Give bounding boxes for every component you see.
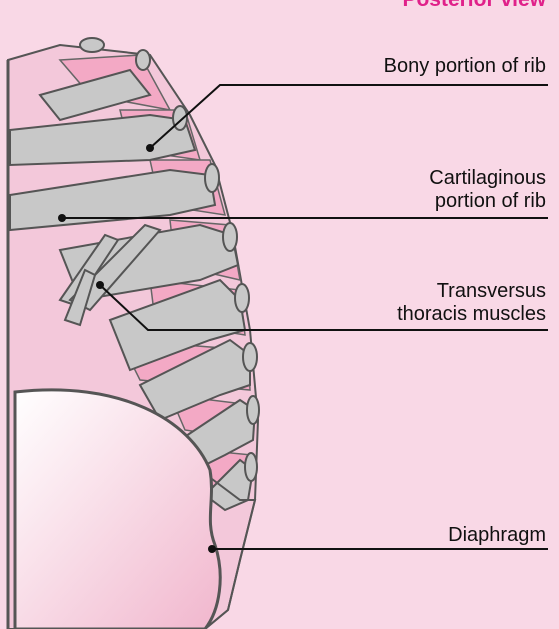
label-bony-portion: Bony portion of rib [384, 55, 546, 78]
label-cartilage-line1: Cartilaginous [429, 167, 546, 190]
label-diaphragm: Diaphragm [448, 524, 546, 547]
label-diaphragm-text: Diaphragm [448, 524, 546, 546]
label-transversus-thoracis: Transversus thoracis muscles [397, 280, 546, 326]
label-bony-text: Bony portion of rib [384, 55, 546, 77]
label-transversus-line1: Transversus [397, 280, 546, 303]
label-cartilaginous-portion: Cartilaginous portion of rib [429, 167, 546, 213]
label-transversus-line2: thoracis muscles [397, 303, 546, 326]
leader-bony [150, 85, 548, 148]
label-cartilage-line2: portion of rib [429, 190, 546, 213]
view-title: Posterior view [402, 0, 546, 12]
